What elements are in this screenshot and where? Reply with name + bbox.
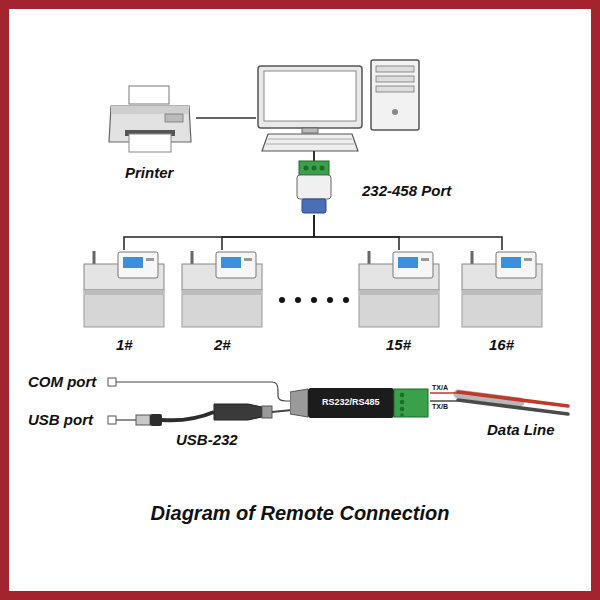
node-label: Printer <box>125 164 173 181</box>
device-icon <box>82 250 166 328</box>
bus-line <box>124 215 314 250</box>
device-node: 15# <box>357 250 441 328</box>
printer-icon <box>105 84 195 156</box>
part-label: USB port <box>28 411 93 428</box>
converter-icon <box>295 160 333 215</box>
converter-node: RS232/RS485 <box>290 386 430 420</box>
caption: Diagram of Remote Connection <box>0 502 600 525</box>
converter-node: 232-458 Port <box>295 160 333 215</box>
terminal-label: TX/B <box>432 403 448 411</box>
device-node: 2# <box>180 250 264 328</box>
node-label: 2# <box>214 336 231 353</box>
part-label: USB-232 <box>176 431 238 448</box>
bus-line <box>314 215 502 250</box>
node-label: 1# <box>116 336 133 353</box>
node-label: 16# <box>489 336 514 353</box>
part-label: COM port <box>28 373 96 390</box>
node-label: 232-458 Port <box>362 182 451 199</box>
bus-line <box>222 215 314 250</box>
node-label: 15# <box>386 336 411 353</box>
device-node: 16# <box>460 250 544 328</box>
device-node: 1# <box>82 250 166 328</box>
device-icon <box>460 250 544 328</box>
printer-node: Printer <box>105 84 195 156</box>
device-icon <box>180 250 264 328</box>
part-label: Data Line <box>487 421 555 438</box>
device-icon <box>357 250 441 328</box>
terminal-label: TX/A <box>432 384 448 392</box>
device-marking: RS232/RS485 <box>322 397 380 407</box>
bus-line <box>314 215 399 250</box>
